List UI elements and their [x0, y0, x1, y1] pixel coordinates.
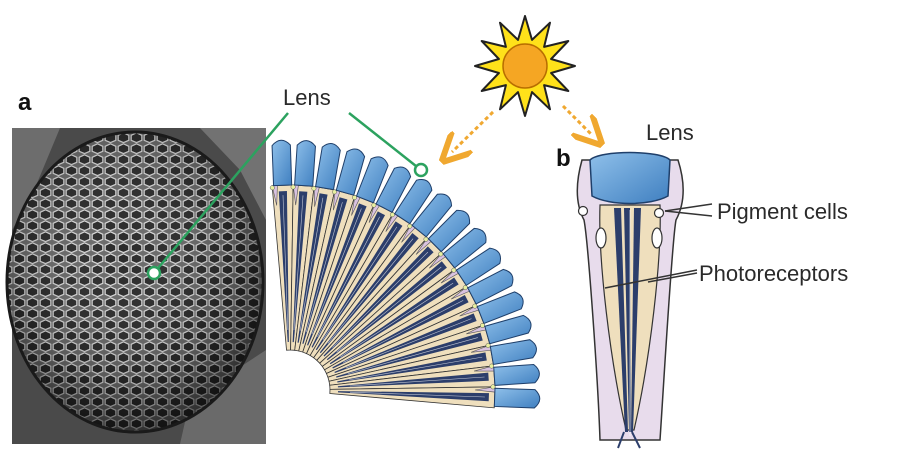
cone-cell: [372, 203, 376, 207]
single-ommatidium: [577, 153, 683, 449]
cell-nucleus-left: [596, 228, 606, 248]
cone-cell: [489, 364, 493, 368]
cone-cell: [486, 343, 490, 347]
lens-label-right: Lens: [646, 120, 694, 145]
cone-cell: [408, 224, 412, 228]
panel-label-a: a: [18, 89, 32, 116]
sun-icon: [475, 16, 575, 116]
panel-label-b: b: [556, 145, 571, 172]
lens-cap: [272, 140, 292, 185]
sem-micrograph: [7, 128, 266, 444]
lens-cap: [316, 144, 341, 190]
lens-marker-fan: [415, 164, 427, 176]
cone-cell: [424, 237, 428, 241]
cone-cell: [452, 268, 456, 272]
lens-cap: [295, 141, 316, 187]
lens-cap: [494, 365, 540, 386]
cone-cell: [463, 285, 467, 289]
pigment-nucleus-left: [579, 207, 588, 216]
cone-cell: [439, 252, 443, 256]
cone-cell: [473, 304, 477, 308]
cell-nucleus-right: [652, 228, 662, 248]
lens-cap: [494, 388, 539, 408]
lens-facet: [590, 153, 670, 204]
lens-label-top: Lens: [283, 85, 331, 110]
lens-marker-sem: [148, 267, 160, 279]
pigment-cells-label: Pigment cells: [717, 199, 848, 224]
cone-cell: [480, 323, 484, 327]
lens-cap: [490, 340, 536, 365]
cone-cell: [270, 186, 274, 190]
light-arrow-right: [563, 106, 592, 135]
photoreceptors-label: Photoreceptors: [699, 261, 848, 286]
light-arrow-left: [452, 112, 493, 152]
pigment-nucleus-right: [655, 209, 664, 218]
cone-cell: [390, 213, 394, 217]
ommatidia-fan: [270, 140, 540, 408]
